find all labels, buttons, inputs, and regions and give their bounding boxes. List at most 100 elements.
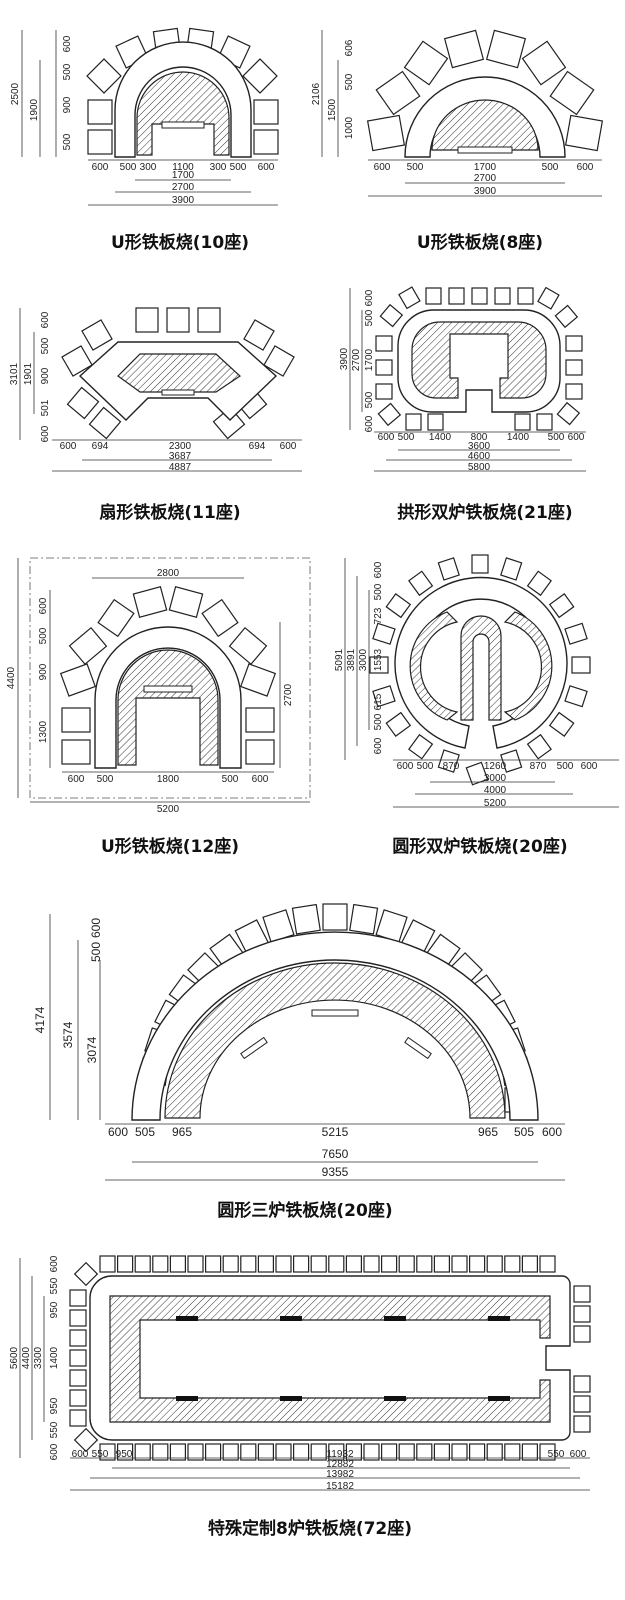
seat xyxy=(469,1255,486,1273)
seat xyxy=(73,1261,99,1287)
seat xyxy=(437,557,460,581)
dim-label: 3600 xyxy=(468,441,491,452)
dim-label: 606 xyxy=(344,39,355,56)
dim-label: 501 xyxy=(40,399,51,416)
counter xyxy=(114,41,252,158)
burner xyxy=(176,1316,198,1321)
seat xyxy=(564,622,588,645)
seat xyxy=(573,1395,591,1413)
dim-label: 600 xyxy=(49,1443,60,1460)
seat xyxy=(526,570,552,597)
seat xyxy=(377,402,402,427)
dim-label: 950 xyxy=(49,1301,60,1318)
dim-label: 600 xyxy=(60,441,77,452)
seat xyxy=(564,685,588,708)
seat xyxy=(398,1443,415,1461)
seat xyxy=(228,626,268,666)
dim-label: 900 xyxy=(62,96,73,113)
seat xyxy=(169,1443,186,1461)
dim-label: 11932 xyxy=(326,1449,354,1460)
griddle xyxy=(136,71,230,156)
dim-label: 600 xyxy=(364,289,375,306)
seat xyxy=(61,345,93,377)
seat xyxy=(363,1443,380,1461)
seat xyxy=(61,707,91,733)
dim-label: 600 xyxy=(68,774,85,785)
dim-label: 600 xyxy=(373,737,384,754)
plan-u10: 2500 1900 600 500 900 500 600 500 300 11… xyxy=(10,27,279,206)
dim-label: 600 xyxy=(280,441,297,452)
seat xyxy=(408,733,434,760)
seat xyxy=(427,413,444,431)
dim-label: 600 xyxy=(577,162,594,173)
dim-label: 5200 xyxy=(157,804,180,815)
dim-label: 900 xyxy=(38,663,49,680)
seat xyxy=(87,129,113,155)
dim-label: 550 xyxy=(548,1449,565,1460)
seat xyxy=(134,1255,151,1273)
seats-arch21 xyxy=(375,286,583,431)
burner xyxy=(384,1316,406,1321)
dim-label: 3574 xyxy=(61,1021,75,1048)
dim-label: 500 xyxy=(89,942,103,962)
seat xyxy=(521,40,567,86)
seat xyxy=(416,1443,433,1461)
dim-label: 2700 xyxy=(283,683,294,706)
seat xyxy=(242,58,278,94)
seat xyxy=(398,286,421,310)
seat xyxy=(116,1255,134,1273)
seats-u8 xyxy=(366,29,604,152)
griddle-slot xyxy=(143,685,193,693)
dim-label: 15182 xyxy=(326,1481,354,1492)
dim-label: 3687 xyxy=(169,451,192,462)
dim-label: 500 xyxy=(548,432,565,443)
seat xyxy=(398,1255,415,1273)
seat xyxy=(152,1443,169,1461)
dim-label: 600 xyxy=(92,162,109,173)
seat xyxy=(240,1255,257,1273)
seat xyxy=(97,598,135,638)
dim-label: 600 xyxy=(570,1449,587,1460)
dim-label: 1100 xyxy=(172,162,194,173)
dim-label: 870 xyxy=(530,761,547,772)
caption-custom72: 特殊定制8炉铁板烧(72座) xyxy=(207,1519,413,1539)
seat xyxy=(69,1369,87,1387)
dim-label: 615 xyxy=(373,693,384,710)
dim-label: 1901 xyxy=(23,362,34,385)
dim-label: 5800 xyxy=(468,462,491,473)
dim-label: 600 xyxy=(373,561,384,578)
dim-label: 600 xyxy=(49,1255,60,1272)
seat xyxy=(549,70,595,116)
dim-label: 2500 xyxy=(10,82,21,105)
seat xyxy=(345,1443,362,1461)
dim-label: 3891 xyxy=(346,648,357,671)
counter xyxy=(94,626,242,769)
seat xyxy=(293,1255,310,1273)
dim-label: 900 xyxy=(40,367,51,384)
seat xyxy=(500,557,523,581)
caption-fan11: 扇形铁板烧(11座) xyxy=(99,503,241,523)
seat xyxy=(433,1443,450,1461)
seat xyxy=(571,656,591,674)
seat xyxy=(573,1305,591,1323)
dim-label: 5091 xyxy=(334,648,345,671)
seat xyxy=(375,335,393,352)
dim-label: 1400 xyxy=(49,1346,60,1369)
counter xyxy=(131,931,539,1121)
dim-label: 13982 xyxy=(326,1469,354,1480)
griddle xyxy=(409,611,553,721)
griddle-slot xyxy=(240,1036,268,1060)
seat xyxy=(99,1255,116,1273)
dim-label: 600 xyxy=(397,761,414,772)
seat xyxy=(169,1255,186,1273)
dim-label: 1900 xyxy=(29,98,40,121)
caption-u12: U形铁板烧(12座) xyxy=(100,837,239,857)
griddle-slot xyxy=(311,1009,359,1017)
dim-label: 1400 xyxy=(507,432,530,443)
griddle-slot xyxy=(457,146,513,154)
dim-label: 3900 xyxy=(474,186,497,197)
seat xyxy=(471,554,489,574)
plan-fan11: 3101 1901 600 500 900 501 600 600 694 23… xyxy=(9,307,302,473)
dim-label: 600 xyxy=(542,1125,562,1139)
dim-label: 2700 xyxy=(172,182,195,193)
